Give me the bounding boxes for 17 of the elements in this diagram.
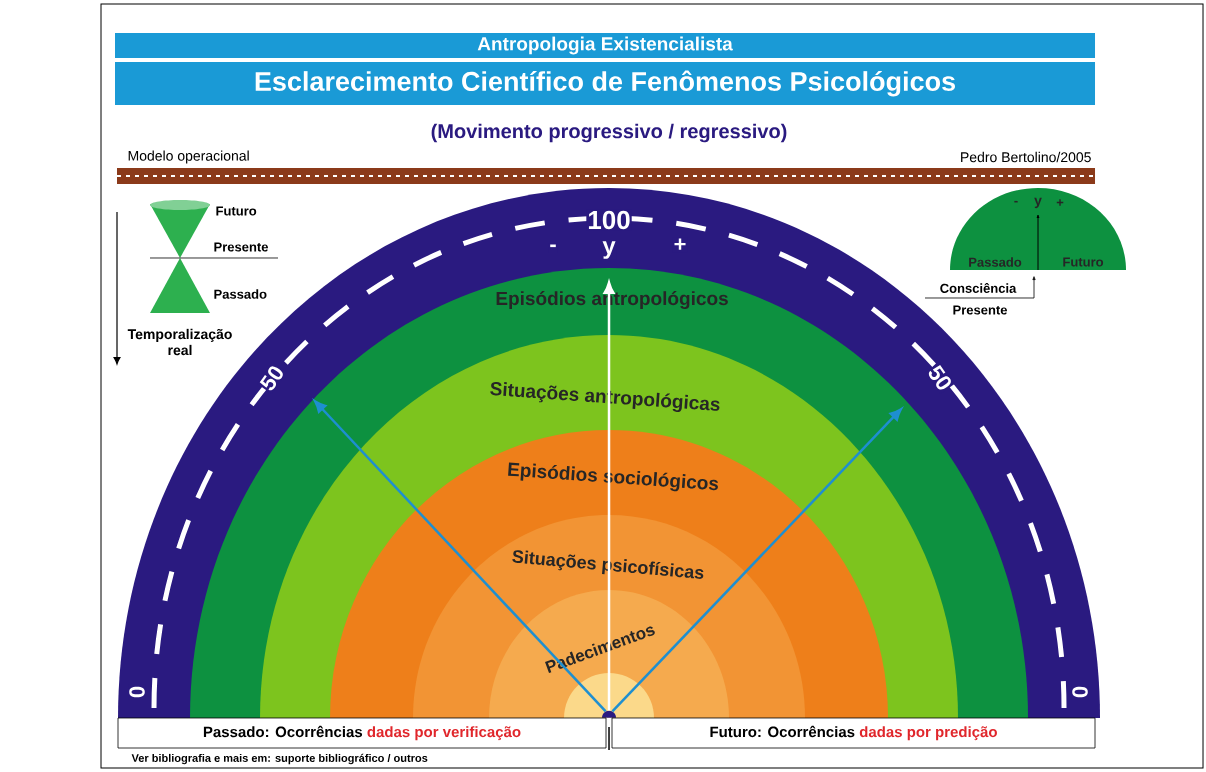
title-bar: Antropologia Existencialista [115,33,1095,58]
cone-label: Futuro [216,206,257,216]
caption-box: Passado: Ocorrências dadas por verificação [117,717,607,749]
inset-label: Consciência [940,283,1017,293]
author-label: Pedro Bertolino/2005 [961,151,1091,163]
arrow [603,281,615,711]
arrow [314,400,607,713]
inset-label: Presente [953,305,1008,315]
model-label: Modelo operacional [128,150,249,164]
caption-box: Futuro: Ocorrências dadas por predição [611,717,1096,749]
title-bar: Esclarecimento Científico de Fenômenos Psicológicos [115,62,1095,105]
subtitle: (Movimento progressivo / regressivo) [431,123,787,143]
cone-label: Passado [214,289,267,299]
arrow [611,408,902,713]
semicircle-inset: - y + Passado Futuro [950,188,1126,271]
cone-label: Presente [214,242,268,252]
centre-point [602,710,616,718]
